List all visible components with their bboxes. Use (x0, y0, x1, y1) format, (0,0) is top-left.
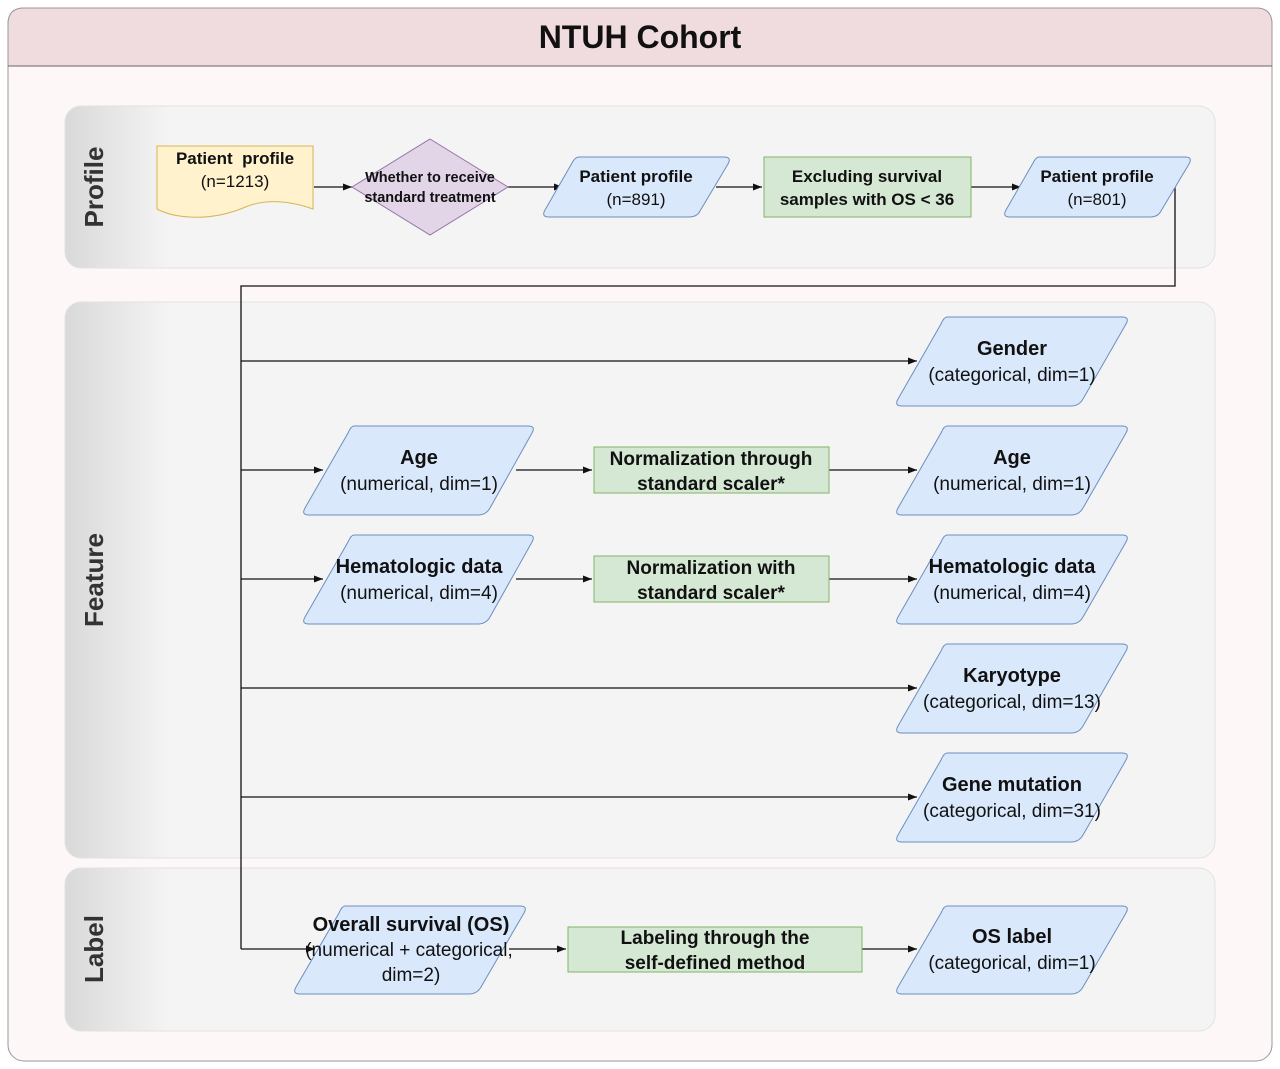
node-label: Hematologic data (336, 556, 504, 578)
node-normalization-through: Normalization through standard scaler* (593, 446, 830, 495)
node-normalization-with: Normalization with standard scaler* (593, 555, 830, 604)
node-sublabel: (categorical, dim=13) (923, 692, 1101, 713)
lane-label-label: Label (79, 915, 109, 983)
diagram-title: NTUH Cohort (539, 19, 742, 55)
node-sublabel: (n=801) (1067, 190, 1126, 209)
node-label: Karyotype (963, 665, 1061, 687)
node-decision-standard-treatment: Whether to receive standard treatment (351, 138, 509, 236)
lane-label-feature: Feature (79, 533, 109, 627)
node-label: Patient profile (1040, 167, 1153, 186)
node-sublabel: standard treatment (364, 190, 496, 206)
node-sublabel: (categorical, dim=1) (928, 953, 1095, 974)
node-sublabel: dim=2) (382, 965, 441, 986)
node-sublabel: (numerical, dim=4) (933, 583, 1091, 604)
lane-label-profile: Profile (79, 147, 109, 228)
node-label: Age (400, 447, 438, 469)
node-label: Age (993, 447, 1031, 469)
node-sublabel: standard scaler* (637, 474, 785, 495)
node-sublabel: (numerical, dim=4) (340, 583, 498, 604)
node-hematologic-output: Hematologic data (numerical, dim=4) (896, 534, 1128, 625)
node-sublabel: samples with OS < 36 (780, 190, 954, 209)
node-sublabel: (numerical, dim=1) (933, 474, 1091, 495)
node-label: Gene mutation (942, 774, 1082, 796)
node-karyotype: Karyotype (categorical, dim=13) (896, 643, 1128, 734)
node-label: Whether to receive (365, 170, 495, 186)
node-sublabel: (categorical, dim=31) (923, 801, 1101, 822)
node-hematologic-input: Hematologic data (numerical, dim=4) (303, 534, 534, 625)
node-label: Normalization through (610, 449, 813, 470)
node-label: OS label (972, 926, 1052, 948)
node-os-label: OS label (categorical, dim=1) (896, 905, 1128, 995)
node-excluding-survival: Excluding survival samples with OS < 36 (763, 156, 972, 218)
node-age-output: Age (numerical, dim=1) (896, 425, 1128, 516)
connectors (240, 183, 1176, 953)
node-label: Hematologic data (929, 556, 1097, 578)
node-label: Gender (977, 338, 1047, 360)
node-label: Patient profile (579, 167, 692, 186)
node-patient-profile-891: Patient profile (n=891) (543, 156, 730, 218)
node-gender: Gender (categorical, dim=1) (896, 316, 1128, 407)
node-patient-profile-801: Patient profile (n=801) (1004, 156, 1191, 218)
node-age-input: Age (numerical, dim=1) (303, 425, 534, 516)
node-sublabel: (n=1213) (201, 172, 270, 191)
node-overall-survival: Overall survival (OS) (numerical + categ… (294, 905, 526, 995)
node-sublabel: (numerical + categorical, (305, 940, 513, 961)
node-label: Overall survival (OS) (313, 914, 510, 936)
node-label: Excluding survival (792, 167, 942, 186)
node-labeling-method: Labeling through the self-defined method (567, 926, 863, 974)
node-label: Normalization with (627, 558, 796, 579)
node-label: Patient profile (176, 149, 294, 168)
node-gene-mutation: Gene mutation (categorical, dim=31) (896, 752, 1128, 843)
node-label: Labeling through the (621, 928, 810, 949)
node-sublabel: (n=891) (606, 190, 665, 209)
node-sublabel: self-defined method (625, 953, 806, 974)
node-sublabel: (numerical, dim=1) (340, 474, 498, 495)
edge-801-to-trunk (240, 187, 1176, 949)
node-patient-profile-1213: Patient profile (n=1213) (156, 145, 314, 218)
node-sublabel: (categorical, dim=1) (928, 365, 1095, 386)
node-sublabel: standard scaler* (637, 583, 785, 604)
